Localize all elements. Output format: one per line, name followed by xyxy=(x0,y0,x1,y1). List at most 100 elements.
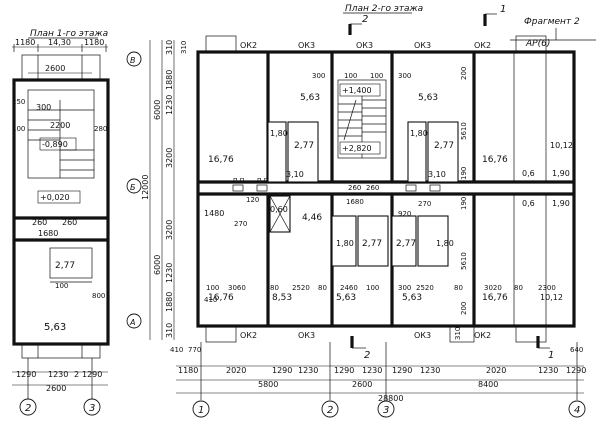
svg-text:1: 1 xyxy=(500,4,506,15)
bottom-dim-row1: 1180 2020 1290 1230 1290 1230 1290 1230 … xyxy=(178,366,586,375)
svg-text:2020: 2020 xyxy=(486,366,506,375)
svg-text:80: 80 xyxy=(514,284,523,292)
svg-text:120: 120 xyxy=(246,196,259,204)
svg-text:2600: 2600 xyxy=(352,380,372,389)
svg-text:10,12: 10,12 xyxy=(550,141,573,150)
svg-text:100: 100 xyxy=(206,284,219,292)
svg-text:16,76: 16,76 xyxy=(482,155,508,165)
svg-text:1290: 1290 xyxy=(272,366,292,375)
svg-text:2,77: 2,77 xyxy=(362,239,382,249)
svg-text:2: 2 xyxy=(362,14,368,25)
svg-text:5610: 5610 xyxy=(460,122,468,140)
svg-text:1: 1 xyxy=(198,405,204,416)
svg-text:300: 300 xyxy=(398,72,411,80)
svg-text:100: 100 xyxy=(370,72,383,80)
svg-text:2,77: 2,77 xyxy=(396,239,416,249)
svg-text:310: 310 xyxy=(165,323,174,338)
svg-text:ОК2: ОК2 xyxy=(474,331,491,340)
svg-text:8,53: 8,53 xyxy=(272,293,292,303)
svg-text:1880: 1880 xyxy=(165,292,174,312)
svg-text:1230: 1230 xyxy=(48,370,68,379)
svg-text:920: 920 xyxy=(398,210,411,218)
svg-text:200: 200 xyxy=(460,67,468,80)
svg-text:270: 270 xyxy=(418,200,431,208)
svg-text:1230: 1230 xyxy=(420,366,440,375)
svg-text:260: 260 xyxy=(366,184,379,192)
svg-text:1230: 1230 xyxy=(165,95,174,115)
svg-text:2200: 2200 xyxy=(50,121,70,130)
svg-text:310: 310 xyxy=(454,327,462,340)
axis-marker-2-left xyxy=(19,398,37,416)
svg-text:1,80: 1,80 xyxy=(410,129,428,138)
axis-marker-a xyxy=(126,313,142,329)
svg-text:2600: 2600 xyxy=(45,64,65,73)
svg-text:100: 100 xyxy=(55,282,68,290)
svg-text:250: 250 xyxy=(12,98,25,106)
svg-text:300: 300 xyxy=(398,284,411,292)
svg-text:4: 4 xyxy=(574,405,580,416)
level-1400: +1,400 xyxy=(342,86,372,95)
svg-text:16,76: 16,76 xyxy=(482,293,508,303)
axis-marker-3-left xyxy=(83,398,101,416)
svg-text:1680: 1680 xyxy=(38,229,58,238)
svg-text:14,30: 14,30 xyxy=(48,38,71,47)
svg-text:п.п.: п.п. xyxy=(257,176,271,184)
svg-text:4,46: 4,46 xyxy=(302,213,322,223)
svg-text:280: 280 xyxy=(94,125,107,133)
svg-text:80: 80 xyxy=(318,284,327,292)
svg-text:1,80: 1,80 xyxy=(436,239,454,248)
svg-text:100: 100 xyxy=(12,125,25,133)
svg-text:410: 410 xyxy=(204,296,217,304)
svg-text:1680: 1680 xyxy=(346,198,364,206)
svg-text:2: 2 xyxy=(364,350,370,361)
svg-text:300: 300 xyxy=(36,103,51,112)
axis-marker-v xyxy=(126,51,142,67)
svg-text:1,90: 1,90 xyxy=(552,169,570,178)
svg-text:100: 100 xyxy=(344,72,357,80)
svg-text:800: 800 xyxy=(92,292,105,300)
svg-text:5,63: 5,63 xyxy=(336,293,356,303)
level-m0890: -0,890 xyxy=(42,140,68,149)
svg-text:ОК3: ОК3 xyxy=(298,41,315,50)
svg-text:2: 2 xyxy=(74,370,79,379)
svg-text:5,63: 5,63 xyxy=(418,93,438,103)
svg-text:1290: 1290 xyxy=(16,370,36,379)
svg-text:ОК3: ОК3 xyxy=(414,331,431,340)
svg-text:ОК2: ОК2 xyxy=(240,41,257,50)
floor1-fragment: 1180 14,30 1180 2600 2200 300 -0,890 +0,… xyxy=(12,38,110,416)
svg-text:16,76: 16,76 xyxy=(208,293,234,303)
svg-text:3: 3 xyxy=(383,405,389,416)
axis-marker-4 xyxy=(568,400,586,418)
svg-text:3020: 3020 xyxy=(484,284,502,292)
svg-text:1230: 1230 xyxy=(298,366,318,375)
svg-text:В: В xyxy=(130,56,136,65)
svg-text:12000: 12000 xyxy=(141,175,150,200)
svg-text:1: 1 xyxy=(548,350,554,361)
svg-text:80: 80 xyxy=(270,284,279,292)
svg-text:10,12: 10,12 xyxy=(540,293,563,302)
svg-text:ОК2: ОК2 xyxy=(240,331,257,340)
svg-text:2020: 2020 xyxy=(226,366,246,375)
svg-text:16,76: 16,76 xyxy=(208,155,234,165)
svg-text:2520: 2520 xyxy=(416,284,434,292)
svg-text:0,6: 0,6 xyxy=(522,199,535,208)
svg-text:0,6: 0,6 xyxy=(522,169,535,178)
svg-text:2,77: 2,77 xyxy=(434,141,454,151)
svg-text:3,10: 3,10 xyxy=(286,170,304,179)
svg-text:5,63: 5,63 xyxy=(300,93,320,103)
svg-text:1230: 1230 xyxy=(362,366,382,375)
svg-text:2,77: 2,77 xyxy=(55,261,75,271)
svg-text:3200: 3200 xyxy=(165,220,174,240)
svg-text:260: 260 xyxy=(62,218,77,227)
floor2-title: План 2-го этажа xyxy=(345,4,423,14)
svg-text:1290: 1290 xyxy=(392,366,412,375)
svg-text:2520: 2520 xyxy=(292,284,310,292)
svg-text:1230: 1230 xyxy=(165,263,174,283)
floor1-title: План 1-го этажа xyxy=(30,29,108,39)
svg-text:2600: 2600 xyxy=(46,384,66,393)
floor2-plan: В Б А 6000 12000 6000 310 1880 1230 3200… xyxy=(126,35,586,418)
svg-text:3: 3 xyxy=(89,403,95,414)
axis-marker-2 xyxy=(321,400,339,418)
svg-text:80: 80 xyxy=(454,284,463,292)
svg-text:А: А xyxy=(129,318,135,327)
